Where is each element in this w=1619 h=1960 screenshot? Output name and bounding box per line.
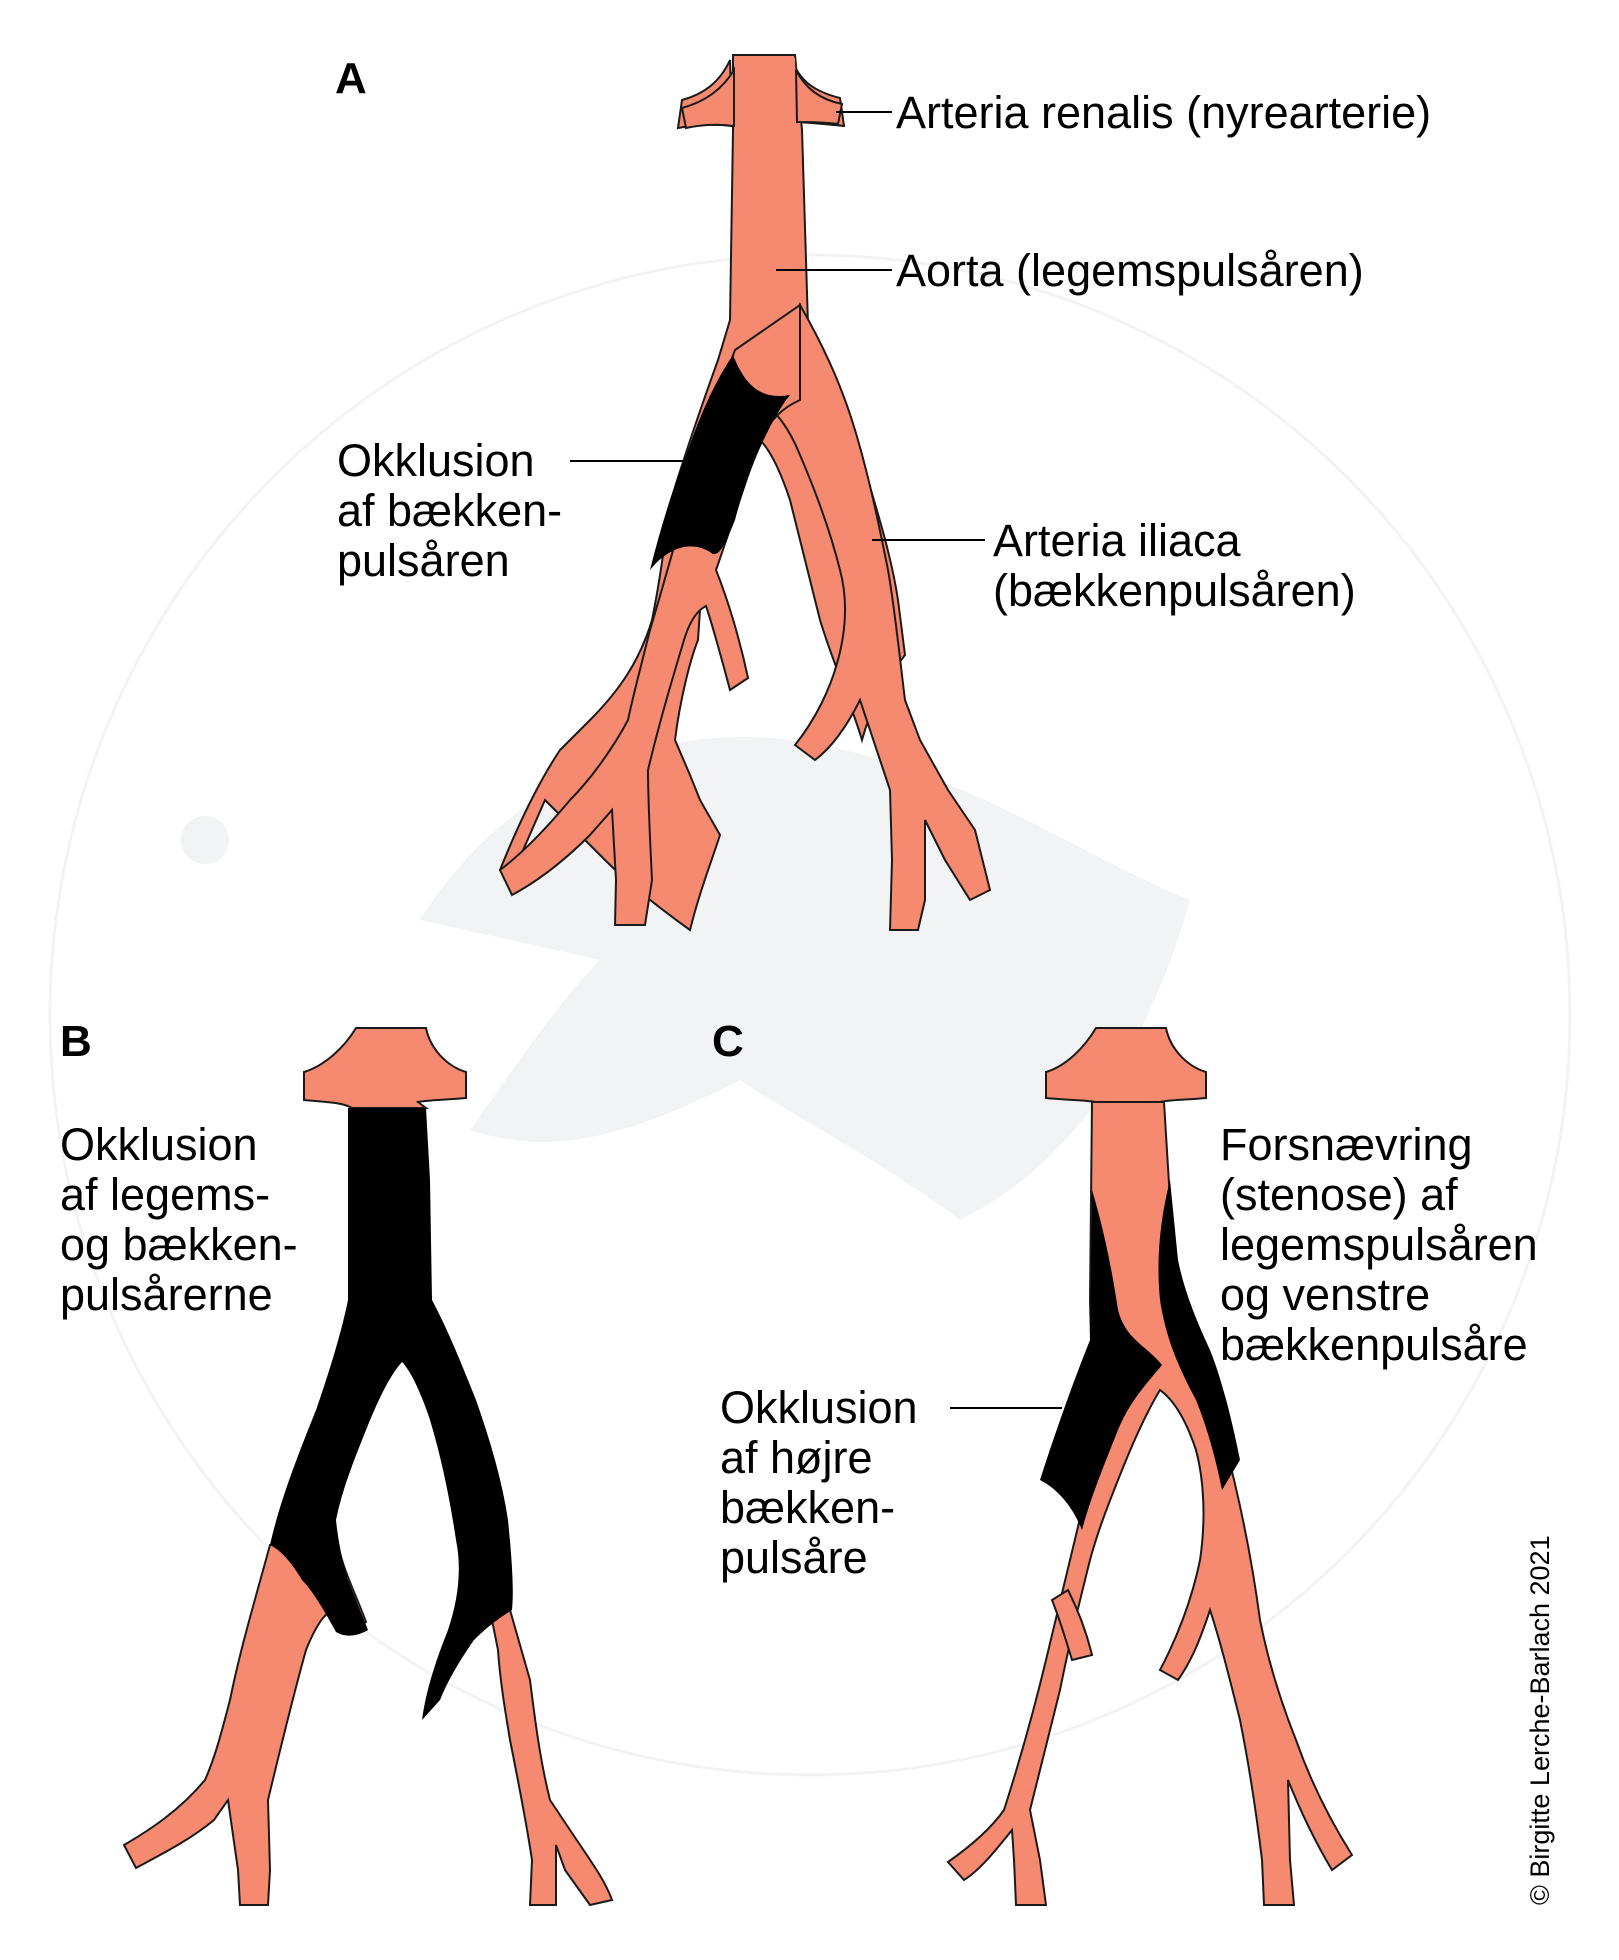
label-okklusion-c-line-3: bækken- (720, 1482, 896, 1533)
panel-c-stenosis-right (1158, 1180, 1240, 1490)
label-okklusion-a: Okklusion af bækken- pulsåren (337, 436, 562, 586)
label-arteria-iliaca-line-1: Arteria iliaca (993, 515, 1241, 566)
panel-b-vessels (122, 1027, 614, 1907)
label-arteria-renalis: Arteria renalis (nyrearterie) (896, 87, 1432, 138)
label-stenose-line-5: bækkenpulsåre (1220, 1319, 1528, 1370)
panel-letter-b: B (60, 1017, 92, 1066)
panel-letter-c: C (712, 1017, 744, 1066)
panel-c-stenosis-left (1040, 1190, 1162, 1530)
panel-b-occlusion (270, 1108, 513, 1720)
panel-letter-a: A (335, 54, 367, 103)
label-okklusion-a-line-3: pulsåren (337, 535, 510, 586)
label-stenose-line-4: og venstre (1220, 1269, 1431, 1320)
label-stenose-line-3: legemspulsåren (1220, 1219, 1538, 1270)
label-okklusion-c: Okklusion af højre bækken- pulsåre (720, 1383, 918, 1583)
label-arteria-iliaca: Arteria iliaca (bækkenpulsåren) (993, 516, 1356, 616)
label-okklusion-c-line-2: af højre (720, 1432, 873, 1483)
label-okklusion-c-line-1: Okklusion (720, 1382, 918, 1433)
leader-lines (570, 111, 1062, 1409)
label-okklusion-a-line-2: af bækken- (337, 485, 563, 536)
label-aorta: Aorta (legemspulsåren) (896, 245, 1364, 296)
label-okklusion-b-line-2: af legems- (60, 1169, 271, 1220)
label-okklusion-b-line-4: pulsårerne (60, 1269, 273, 1320)
label-okklusion-b-line-3: og bækken- (60, 1219, 298, 1270)
label-stenose-line-1: Forsnævring (1220, 1119, 1473, 1170)
panel-a-occlusion (650, 355, 790, 570)
panel-a-vessels (498, 58, 992, 931)
label-okklusion-b: Okklusion af legems- og bækken- pulsårer… (60, 1120, 298, 1320)
label-stenose-line-2: (stenose) af (1220, 1169, 1458, 1220)
label-okklusion-a-line-1: Okklusion (337, 435, 535, 486)
label-arteria-iliaca-line-2: (bækkenpulsåren) (993, 565, 1356, 616)
panel-c-vessels (946, 1027, 1354, 1906)
label-okklusion-c-line-4: pulsåre (720, 1532, 868, 1583)
label-stenose: Forsnævring (stenose) af legemspulsåren … (1220, 1120, 1538, 1370)
label-okklusion-b-line-1: Okklusion (60, 1119, 258, 1170)
copyright-notice: © Birgitte Lerche-Barlach 2021 (1525, 1535, 1555, 1905)
